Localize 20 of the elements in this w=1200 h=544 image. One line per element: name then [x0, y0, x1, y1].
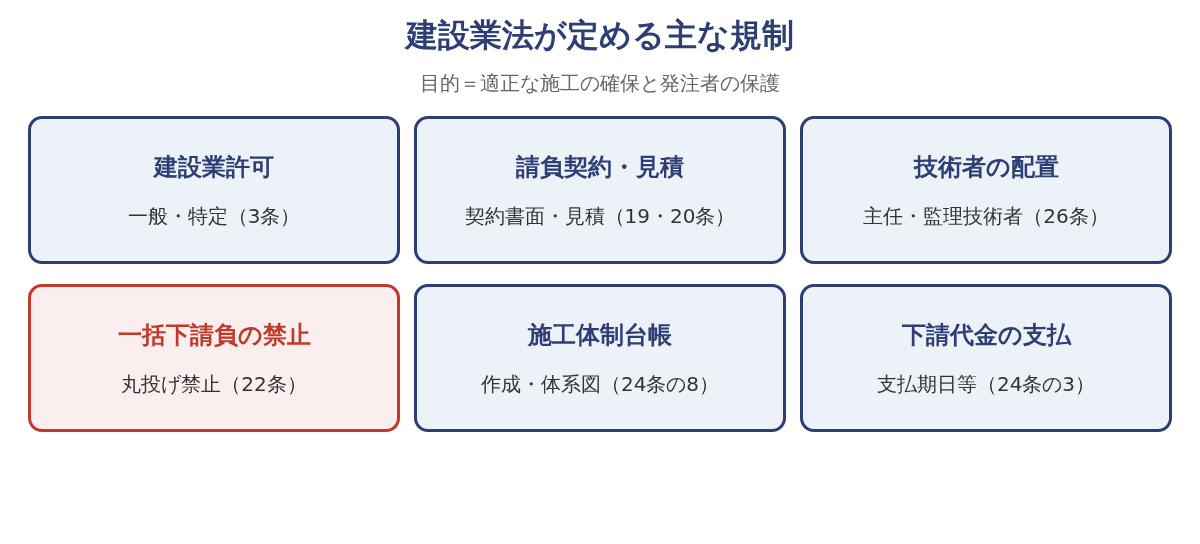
card-description: 作成・体系図（24条の8）: [480, 370, 720, 398]
card-heading: 建設業許可: [154, 151, 274, 183]
card-description: 一般・特定（3条）: [127, 202, 301, 230]
card-heading: 下請代金の支払: [901, 319, 1071, 351]
regulation-card: [28, 116, 400, 264]
card-description: 主任・監理技術者（26条）: [863, 202, 1109, 230]
card-description: 契約書面・見積（19・20条）: [464, 202, 736, 230]
card-description: 丸投げ禁止（22条）: [121, 370, 307, 398]
regulation-card: [800, 284, 1172, 432]
subtitle: 目的＝適正な施工の確保と発注者の保護: [419, 70, 781, 97]
card-heading: 一括下請負の禁止: [117, 319, 311, 351]
regulation-card: [414, 116, 786, 264]
regulation-card: [800, 116, 1172, 264]
regulation-card: [28, 284, 400, 432]
card-heading: 施工体制台帳: [528, 319, 672, 351]
card-heading: 請負契約・見積: [516, 151, 684, 183]
card-description: 支払期日等（24条の3）: [876, 370, 1096, 398]
card-heading: 技術者の配置: [913, 151, 1059, 183]
regulation-card: [414, 284, 786, 432]
title: 建設業法が定める主な規制: [403, 15, 795, 56]
